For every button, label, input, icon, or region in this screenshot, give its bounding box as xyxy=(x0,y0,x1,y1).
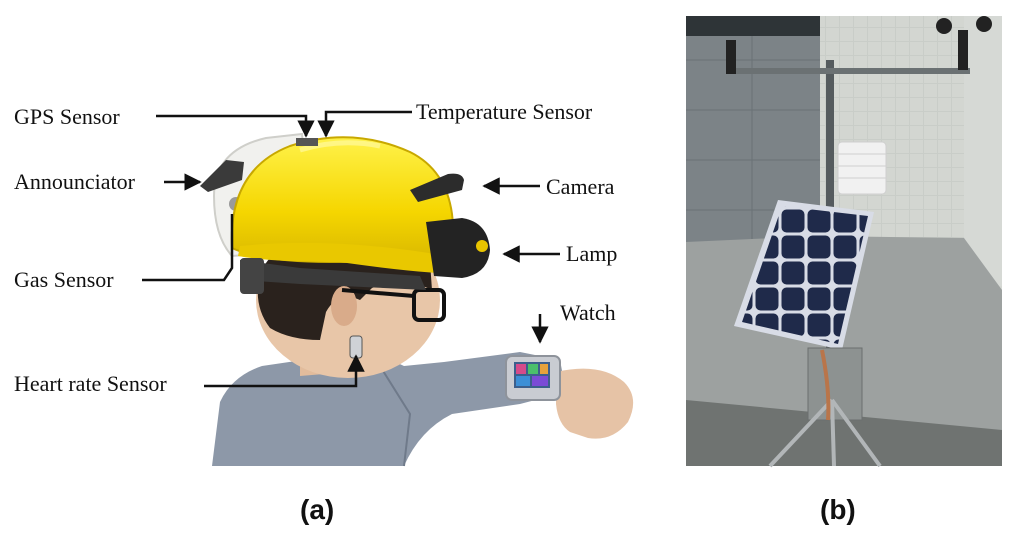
weather-station-photo xyxy=(686,16,1002,468)
gas-sensor-illustration xyxy=(240,258,264,294)
helmet-photo xyxy=(200,132,634,467)
gas-sensor-label: Gas Sensor xyxy=(14,267,114,292)
lamp-label: Lamp xyxy=(566,241,618,266)
panel-b-caption: (b) xyxy=(820,494,856,525)
glasses-illustration xyxy=(341,288,446,322)
heart-rate-sensor-label: Heart rate Sensor xyxy=(14,371,167,396)
announciator-label: Announciator xyxy=(14,169,135,194)
camera-illustration xyxy=(410,173,464,202)
hand-illustration xyxy=(556,368,634,439)
lamp-illustration xyxy=(426,218,490,278)
panel-a-caption: (a) xyxy=(300,494,335,525)
shirt-illustration xyxy=(212,352,566,466)
temperature-sensor-label: Temperature Sensor xyxy=(416,99,593,124)
heart-rate-sensor-illustration xyxy=(349,335,363,359)
gas-sensor-leader xyxy=(142,214,234,282)
solar-panel-illustration xyxy=(734,200,874,350)
gps-sensor-arrow xyxy=(156,114,315,138)
helmet-shell-illustration xyxy=(230,136,458,264)
watch-label: Watch xyxy=(560,300,616,325)
camera-label: Camera xyxy=(546,174,615,199)
heart-rate-sensor-arrow xyxy=(204,354,365,388)
watch-illustration xyxy=(505,355,561,401)
annotation-leaders xyxy=(142,110,560,388)
temperature-sensor-arrow xyxy=(317,110,412,138)
gps-sensor-illustration xyxy=(296,138,318,146)
announciator-illustration xyxy=(200,160,244,192)
gps-sensor-label: GPS Sensor xyxy=(14,104,120,129)
